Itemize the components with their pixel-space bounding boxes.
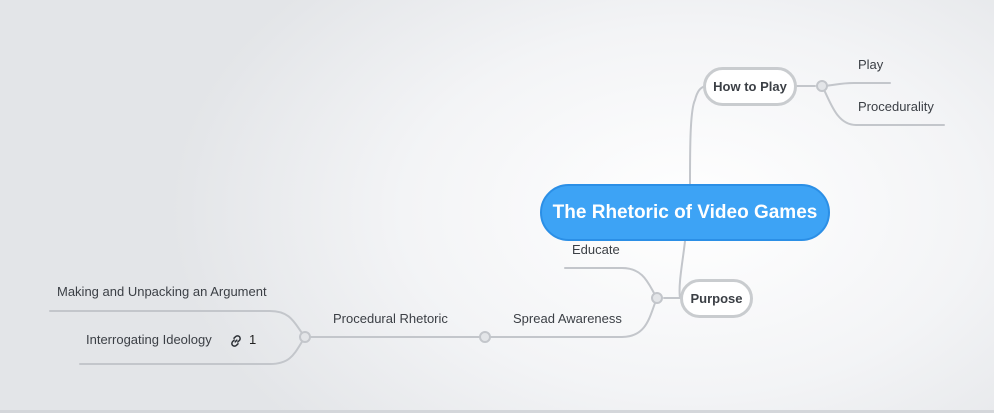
topic-how-to-play-label: How to Play [713,79,787,94]
hub-spread-awareness[interactable] [479,331,491,343]
topic-purpose[interactable]: Purpose [680,279,753,318]
subtopic-play[interactable]: Play [858,57,884,72]
topic-purpose-label: Purpose [690,291,743,306]
subtopic-interrogating-ideology[interactable]: Interrogating Ideology 1 [86,332,256,348]
subtopic-procedural-rhetoric[interactable]: Procedural Rhetoric [333,311,448,326]
subtopic-making-argument[interactable]: Making and Unpacking an Argument [57,284,267,299]
connector-central-purpose [678,240,686,299]
link-count-badge: 1 [249,332,257,347]
subtopic-interrogating-ideology-label: Interrogating Ideology [86,332,212,347]
hub-purpose[interactable] [651,292,663,304]
hub-how-to-play[interactable] [816,80,828,92]
connector-central-how-to-play [689,85,707,185]
subtopic-educate[interactable]: Educate [572,242,620,257]
link-icon[interactable] [229,334,243,348]
subtopic-procedurality[interactable]: Procedurality [858,99,934,114]
connector-play [821,82,891,87]
hub-procedural-rhetoric[interactable] [299,331,311,343]
subtopic-spread-awareness[interactable]: Spread Awareness [513,311,622,326]
central-topic[interactable]: The Rhetoric of Video Games [540,184,830,241]
topic-how-to-play[interactable]: How to Play [703,67,797,106]
connector-educate [564,267,658,299]
